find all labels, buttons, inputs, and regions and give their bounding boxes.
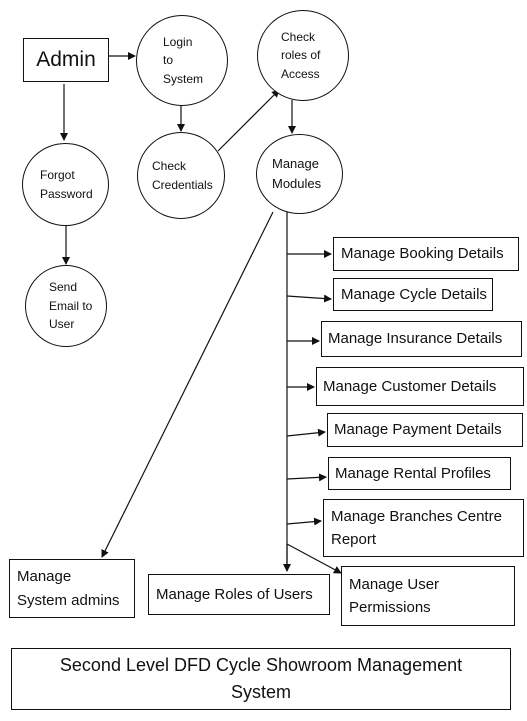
admin-entity: Admin xyxy=(23,38,109,82)
send-email-process: Send Email to User xyxy=(25,265,107,347)
login-process: Login to System xyxy=(136,15,228,106)
send-email-label: Send Email to User xyxy=(49,280,93,332)
manage-user-permissions-box: Manage User Permissions xyxy=(341,566,515,626)
check-credentials-label: Check Credentials xyxy=(152,158,213,192)
module-customer-details: Manage Customer Details xyxy=(316,367,524,406)
module-label: Manage Insurance Details xyxy=(328,330,503,348)
check-roles-process: Check roles of Access xyxy=(257,10,349,101)
arrow-credentials-to-roles xyxy=(217,89,280,152)
module-label: Manage Payment Details xyxy=(334,421,502,439)
arrow-to-cycle xyxy=(286,294,332,303)
module-label: Manage Cycle Details xyxy=(341,285,487,303)
user-permissions-label: Manage User Permissions xyxy=(349,575,440,616)
manage-roles-of-users-box: Manage Roles of Users xyxy=(148,574,330,615)
diagram-title-box: Second Level DFD Cycle Showroom Manageme… xyxy=(11,648,511,710)
arrow-to-rental xyxy=(286,473,327,482)
module-label: Manage Booking Details xyxy=(341,245,504,263)
manage-system-admins-box: Manage System admins xyxy=(9,559,135,618)
roles-of-users-label: Manage Roles of Users xyxy=(156,585,313,603)
module-cycle-details: Manage Cycle Details xyxy=(333,278,493,311)
module-branches-centre-report: Manage Branches Centre Report xyxy=(323,499,524,557)
arrow-to-permissions xyxy=(286,543,342,574)
login-label: Login to System xyxy=(163,34,204,86)
module-label: Manage Customer Details xyxy=(323,377,497,395)
module-rental-profiles: Manage Rental Profiles xyxy=(328,457,511,490)
module-booking-details: Manage Booking Details xyxy=(333,237,519,271)
check-roles-label: Check roles of Access xyxy=(281,29,321,81)
module-label: Manage Rental Profiles xyxy=(335,464,491,482)
check-credentials-process: Check Credentials xyxy=(137,132,225,219)
module-insurance-details: Manage Insurance Details xyxy=(321,321,522,357)
manage-modules-label: Manage Modules xyxy=(272,155,322,191)
arrow-to-branches xyxy=(286,517,322,526)
system-admins-label: Manage System admins xyxy=(17,568,120,609)
forgot-password-process: Forgot Password xyxy=(22,143,109,226)
manage-modules-process: Manage Modules xyxy=(256,134,343,214)
arrow-to-payment xyxy=(286,428,326,437)
forgot-password-label: Forgot Password xyxy=(40,167,93,201)
module-payment-details: Manage Payment Details xyxy=(327,413,523,447)
diagram-title: Second Level DFD Cycle Showroom Manageme… xyxy=(59,655,463,702)
module-label: Manage Branches Centre Report xyxy=(331,507,502,548)
arrow-to-system-admins xyxy=(101,211,274,558)
admin-label: Admin xyxy=(36,47,96,71)
